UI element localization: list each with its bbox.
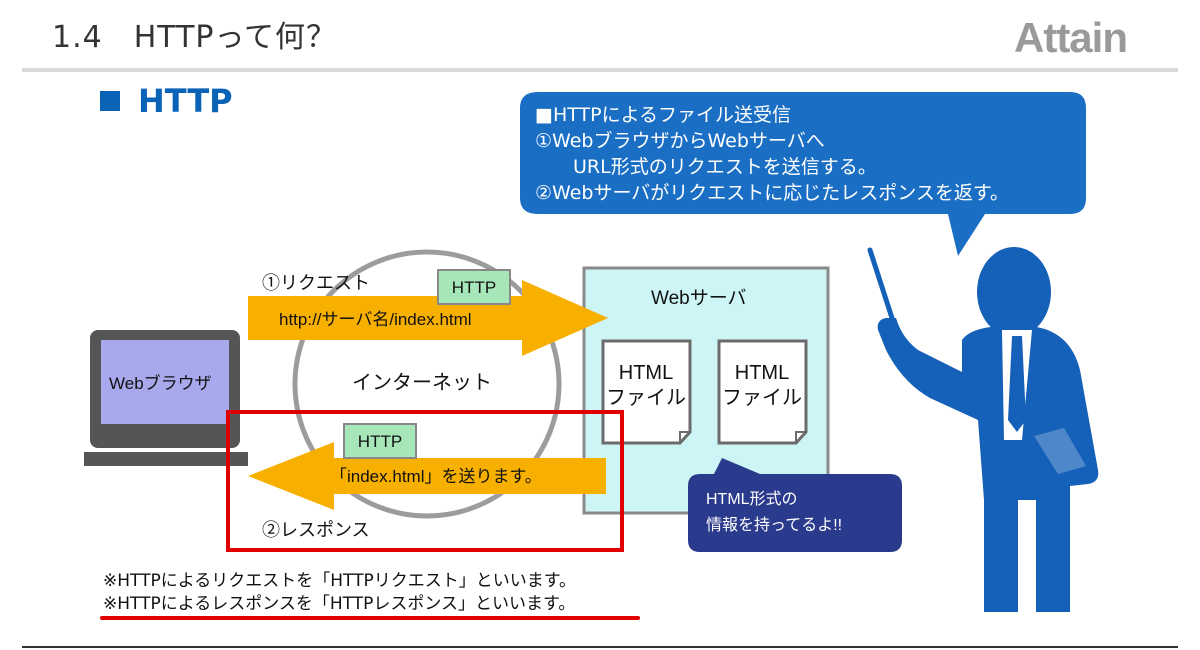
logo-text: Attain bbox=[1014, 14, 1127, 60]
request-url-text: http://サーバ名/index.html bbox=[279, 310, 472, 329]
laptop-icon bbox=[84, 330, 248, 466]
html-file-icon bbox=[717, 339, 808, 445]
server-callout-line2: 情報を持ってるよ!! bbox=[706, 516, 842, 534]
response-arrow bbox=[248, 442, 606, 510]
speech-bubble bbox=[520, 92, 1086, 256]
response-http-tag bbox=[343, 423, 417, 459]
section-heading-text: HTTP bbox=[138, 82, 233, 120]
speech-bubble-text: ■HTTPによるファイル送受信 ①WebブラウザからWebサーバへ URL形式の… bbox=[535, 102, 1075, 206]
footnote: ※HTTPによるリクエストを「HTTPリクエスト」といいます。 bbox=[103, 571, 577, 591]
file-label-line1: HTML bbox=[735, 362, 789, 384]
response-label: ②レスポンス bbox=[262, 520, 370, 540]
presenter-figure-icon bbox=[867, 247, 1099, 612]
page-title: 1.4 HTTPって何？ bbox=[52, 20, 337, 55]
footnote: ※HTTPによるレスポンスを「HTTPレスポンス」といいます。 bbox=[103, 594, 576, 614]
server-label: Webサーバ bbox=[651, 288, 747, 309]
bubble-line: URL形式のリクエストを送信する。 bbox=[535, 156, 877, 178]
server-callout-bubble bbox=[688, 458, 902, 552]
section-heading: HTTP bbox=[100, 82, 233, 120]
square-bullet-icon bbox=[100, 91, 120, 111]
request-http-tag-text: HTTP bbox=[452, 278, 496, 297]
footer-divider bbox=[22, 646, 1178, 648]
response-highlight-box bbox=[226, 410, 624, 552]
bubble-line: ①WebブラウザからWebサーバへ bbox=[535, 130, 825, 152]
file-label-line1: HTML bbox=[619, 362, 673, 384]
internet-circle bbox=[292, 249, 562, 519]
html-file-icon bbox=[601, 339, 692, 445]
response-text: 「index.html」を送ります。 bbox=[330, 467, 542, 486]
request-http-tag bbox=[437, 269, 511, 305]
footnotes: ※HTTPによるリクエストを「HTTPリクエスト」といいます。 ※HTTPによる… bbox=[103, 570, 576, 616]
internet-label: インターネット bbox=[352, 371, 492, 394]
request-label: ①リクエスト bbox=[262, 273, 370, 293]
response-http-tag-text: HTTP bbox=[358, 432, 402, 451]
request-arrow bbox=[248, 280, 608, 356]
footnote-underline bbox=[100, 616, 640, 620]
header-divider bbox=[22, 68, 1178, 72]
browser-label: Webブラウザ bbox=[109, 373, 212, 393]
file-label-line2: ファイル bbox=[606, 387, 686, 409]
server-callout-line1: HTML形式の bbox=[706, 490, 798, 508]
bubble-line: ②Webサーバがリクエストに応じたレスポンスを返す。 bbox=[535, 182, 1009, 204]
bubble-line: ■HTTPによるファイル送受信 bbox=[535, 104, 792, 126]
file-label-line2: ファイル bbox=[722, 387, 802, 409]
brand-logo: Attain bbox=[1014, 14, 1128, 60]
